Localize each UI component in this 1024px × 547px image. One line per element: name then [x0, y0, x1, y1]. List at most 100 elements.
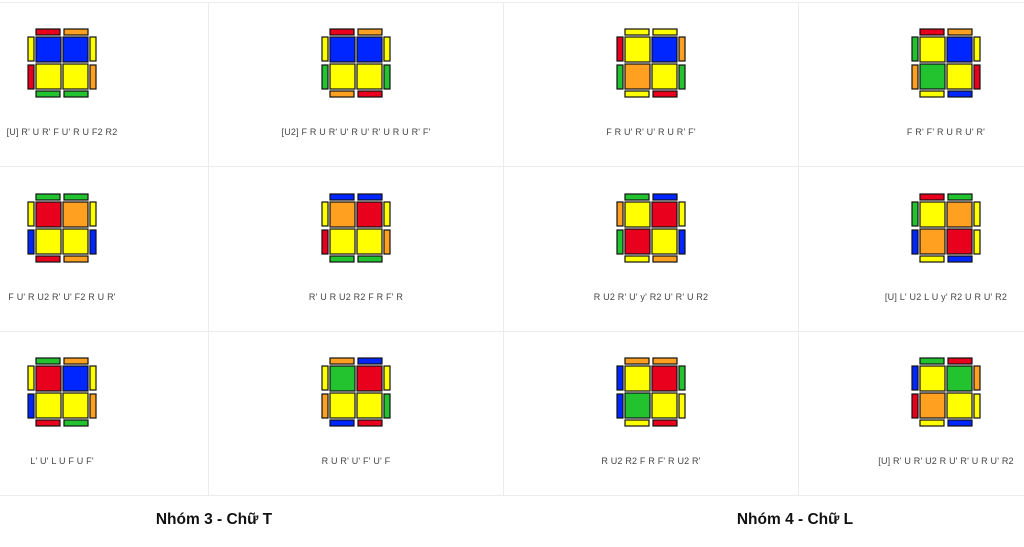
- sticker: [973, 393, 981, 419]
- sticker: [27, 229, 35, 255]
- sticker: [321, 229, 329, 255]
- sticker: [383, 393, 391, 419]
- algorithm-label: R U R' U' F' U' F: [321, 456, 391, 466]
- sticker: [911, 64, 919, 90]
- sticker: [62, 228, 89, 255]
- sticker: [63, 28, 89, 36]
- sticker: [919, 201, 946, 228]
- sticker: [911, 36, 919, 62]
- algorithm-label: R U2 R' U' y' R2 U' R' U R2: [593, 292, 709, 302]
- sticker: [89, 365, 97, 391]
- sticker: [947, 193, 973, 201]
- sticker: [946, 36, 973, 63]
- sticker: [329, 90, 355, 98]
- sticker: [919, 392, 946, 419]
- sticker: [35, 201, 62, 228]
- sticker: [321, 365, 329, 391]
- sticker: [616, 365, 624, 391]
- sticker: [89, 393, 97, 419]
- sticker: [35, 392, 62, 419]
- sticker: [678, 201, 686, 227]
- sticker: [919, 419, 945, 427]
- sticker: [973, 36, 981, 62]
- sticker: [651, 392, 678, 419]
- row-divider: [0, 495, 1024, 496]
- sticker: [678, 229, 686, 255]
- sticker: [329, 201, 356, 228]
- sticker: [357, 193, 383, 201]
- row-divider: [0, 2, 1024, 3]
- sticker: [652, 193, 678, 201]
- group-title-t: Nhóm 3 - Chữ T: [155, 511, 273, 528]
- sticker: [919, 36, 946, 63]
- sticker: [651, 63, 678, 90]
- sticker: [357, 28, 383, 36]
- sticker: [946, 228, 973, 255]
- column-divider: [503, 2, 504, 496]
- sticker: [329, 36, 356, 63]
- sticker: [946, 201, 973, 228]
- group-title-l: Nhóm 4 - Chữ L: [736, 511, 854, 528]
- row-divider: [0, 166, 1024, 167]
- sticker: [678, 64, 686, 90]
- sticker: [63, 255, 89, 263]
- oll-case-icon: [911, 357, 981, 427]
- algorithm-label: R U2 R2 F R F' R U2 R': [601, 456, 701, 466]
- oll-case-icon: [27, 357, 97, 427]
- sticker: [946, 365, 973, 392]
- sticker: [35, 255, 61, 263]
- sticker: [624, 228, 651, 255]
- sticker: [624, 193, 650, 201]
- sticker: [63, 90, 89, 98]
- sticker: [973, 201, 981, 227]
- sticker: [27, 36, 35, 62]
- sticker: [383, 201, 391, 227]
- sticker: [947, 255, 973, 263]
- sticker: [919, 255, 945, 263]
- sticker: [624, 365, 651, 392]
- sticker: [911, 229, 919, 255]
- sticker: [357, 419, 383, 427]
- oll-case-icon: [27, 193, 97, 263]
- sticker: [919, 90, 945, 98]
- oll-case-icon: [911, 193, 981, 263]
- sticker: [678, 36, 686, 62]
- sticker: [62, 392, 89, 419]
- sticker: [652, 419, 678, 427]
- sticker: [624, 36, 651, 63]
- oll-case-icon: [321, 28, 391, 98]
- oll-case-icon: [616, 193, 686, 263]
- algorithm-label: [U2] F R U R' U' R U' R' U R U R' F': [281, 127, 431, 137]
- sticker: [329, 365, 356, 392]
- sticker: [678, 365, 686, 391]
- sticker: [329, 392, 356, 419]
- sticker: [678, 393, 686, 419]
- sticker: [356, 392, 383, 419]
- algorithm-label: [U] R' U R' U2 R U' R' U R U' R2: [878, 456, 1014, 466]
- algorithm-label: F R U' R' U' R U R' F': [606, 127, 696, 137]
- column-divider: [208, 2, 209, 496]
- sticker: [947, 90, 973, 98]
- sticker: [624, 357, 650, 365]
- sticker: [919, 365, 946, 392]
- sticker: [357, 255, 383, 263]
- sticker: [27, 64, 35, 90]
- sticker: [973, 64, 981, 90]
- sticker: [652, 28, 678, 36]
- case-grid: [0, 2, 1024, 496]
- sticker: [911, 201, 919, 227]
- sticker: [357, 90, 383, 98]
- sticker: [356, 201, 383, 228]
- sticker: [383, 36, 391, 62]
- sticker: [329, 357, 355, 365]
- sticker: [616, 393, 624, 419]
- oll-case-icon: [616, 28, 686, 98]
- algorithm-label: [U] L' U2 L U y' R2 U R U' R2: [884, 292, 1008, 302]
- sticker: [63, 419, 89, 427]
- sticker: [27, 365, 35, 391]
- sticker: [911, 365, 919, 391]
- sticker: [27, 201, 35, 227]
- sticker: [616, 229, 624, 255]
- sticker: [624, 392, 651, 419]
- sticker: [35, 36, 62, 63]
